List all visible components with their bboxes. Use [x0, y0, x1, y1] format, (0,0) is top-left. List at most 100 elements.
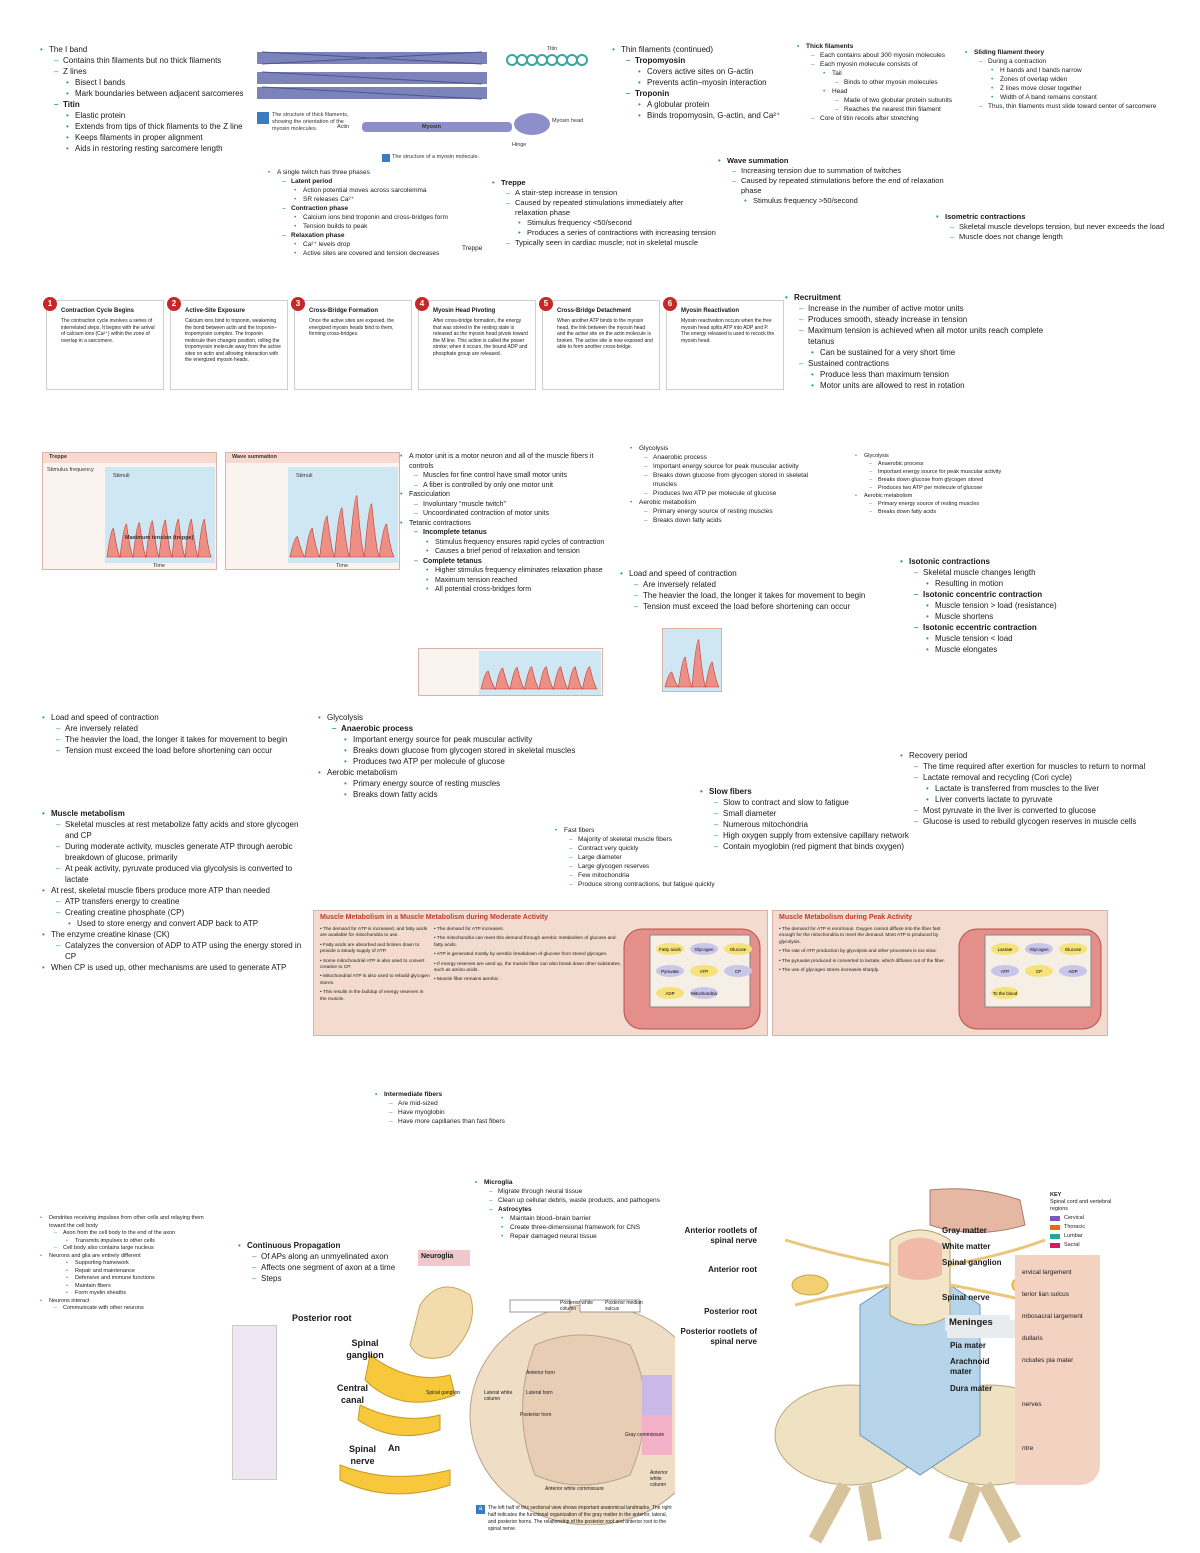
label-anterior-horn: Anterior horn	[526, 1370, 555, 1376]
motor-unit-item: Complete tetanus	[414, 557, 615, 567]
slow-fibers-item: Slow fibers	[700, 786, 925, 797]
neuro-left-item: Maintain fibers	[66, 1283, 220, 1291]
edge-fragment: mbosacral largement	[1022, 1313, 1083, 1320]
wave-graph: Wave summation Time Stimuli	[225, 452, 400, 570]
load-speed-item: The heavier the load, the longer it take…	[56, 734, 307, 745]
col4-top-item: Made of two globular protein subunits	[835, 96, 972, 105]
isometric-item: Isometric contractions	[936, 212, 1166, 222]
recruitment-item: Can be sustained for a very short time	[811, 347, 1045, 358]
metabolite-label: CP	[1036, 969, 1042, 974]
tiny-right-item: Glycolysis	[855, 452, 1030, 460]
load-speed-item: Tension must exceed the load before shor…	[56, 745, 307, 756]
key-item: Cervical	[1050, 1215, 1125, 1222]
isotonic-item: Resulting in motion	[926, 578, 1160, 589]
isotonic-item: Skeletal muscle changes length	[914, 567, 1160, 578]
panel-paragraph: • If energy reserves are used up, the mu…	[434, 961, 621, 974]
neuron-thumb	[232, 1325, 277, 1480]
cycle-step-title: Contraction Cycle Begins	[61, 308, 135, 314]
metabolite-node	[690, 965, 718, 977]
neuroglia-label: Neuroglia	[421, 1253, 454, 1260]
recovery-item: Recovery period	[900, 750, 1165, 761]
key-label: Sacral	[1064, 1242, 1080, 1248]
motor-unit-item: Fasciculation	[400, 490, 615, 500]
recruitment-item: Increase in the number of active motor u…	[799, 303, 1045, 314]
label-an: An	[388, 1443, 400, 1453]
caption-thick-filament: The structure of thick filaments, showin…	[272, 112, 349, 132]
wave-item: Increasing tension due to summation of t…	[732, 166, 948, 176]
metabolite-node	[1025, 965, 1053, 977]
wave-item: Caused by repeated stimulations before t…	[732, 176, 948, 196]
isotonic-item: Isotonic eccentric contraction	[914, 622, 1160, 633]
spinal-cross-section	[339, 1286, 675, 1525]
col4-top-item: Core of titin recoils after stretching	[811, 114, 972, 123]
treppe-graph-side: Stimulus frequency	[47, 467, 94, 473]
label-hinge: Hinge	[512, 142, 527, 148]
col3-top-item: Thin filaments (continued)	[612, 44, 802, 55]
metabolite-label: Mitochondria	[691, 991, 717, 996]
key-item: Lumbar	[1050, 1233, 1125, 1240]
neuroglia-tab: Neuroglia	[418, 1250, 470, 1266]
recruitment-item: Sustained contractions	[799, 358, 1045, 369]
label-posterior-column: Posterior white column	[560, 1300, 594, 1312]
peak-panel-title: Muscle Metabolism during Peak Activity	[779, 914, 913, 921]
treppe-graph-title: Treppe	[49, 454, 68, 460]
myosin-diagram	[257, 51, 588, 162]
recovery-item: The time required after exertion for mus…	[914, 761, 1165, 772]
motor-unit-item: All potential cross-bridges form	[426, 585, 615, 595]
metabolism-item: The enzyme creatine kinase (CK)	[42, 929, 312, 940]
metabolism-item: Used to store energy and convert ADP bac…	[68, 918, 312, 929]
fast-fibers-item: Fast fibers	[555, 826, 755, 835]
sliding-filament-notes: Sliding filament theoryDuring a contract…	[965, 48, 1165, 111]
metabolite-label: Fatty acids	[659, 947, 682, 952]
col3-top-item: A globular protein	[638, 99, 802, 110]
tension-curve	[480, 666, 598, 690]
label-white-matter: White matter	[942, 1242, 991, 1251]
tension-curve	[289, 495, 395, 559]
recovery-item: Lactate removal and recycling (Cori cycl…	[914, 772, 1165, 783]
wave-graph-note: Stimuli	[296, 473, 313, 479]
label-titin: Titin	[547, 46, 558, 52]
wave-graph-time: Time	[336, 563, 349, 569]
metabolism-item: Muscle metabolism	[42, 808, 312, 819]
metabolite-label: ADP	[665, 991, 674, 996]
spine-region-thumb	[1015, 1255, 1100, 1485]
neuro-left-item: Cell body also contains large nucleus	[54, 1245, 220, 1253]
twitch-item: Relaxation phase	[282, 231, 468, 240]
glycolysis-big-item: Breaks down fatty acids	[344, 789, 578, 800]
col5-top-item: Thus, thin filaments must slide toward c…	[979, 102, 1165, 111]
key-swatch	[1050, 1225, 1060, 1230]
label-anterior-root: Anterior root	[708, 1265, 757, 1274]
slow-fibers-item: Small diameter	[714, 808, 925, 819]
col4-top-item: Binds to other myosin molecules	[835, 78, 972, 87]
tiny-right-item: Aerobic metabolism	[855, 492, 1030, 500]
label-anterior-white-commissure: Anterior white commissure	[545, 1486, 604, 1492]
muscle-metabolism-notes: Muscle metabolismSkeletal muscles at res…	[42, 808, 312, 973]
twitch-item: Calcium ions bind troponin and cross-bri…	[294, 213, 468, 222]
key-label: Thoracic	[1064, 1224, 1086, 1230]
neuro-left-item: Neurons and glia are entirely different	[40, 1253, 220, 1261]
microglia-item: Astrocytes	[489, 1205, 680, 1214]
fast-fibers-item: Large diameter	[569, 853, 755, 862]
neuro-left-item: Repair and maintenance	[66, 1268, 220, 1276]
col1-top-item: Elastic protein	[66, 110, 260, 121]
slow-fibers-item: Slow to contract and slow to fatigue	[714, 797, 925, 808]
panel-paragraph: • This results in the buildup of energy …	[320, 990, 424, 1002]
recruitment-item: Produces smooth, steady increase in tens…	[799, 314, 1045, 325]
cycle-step-number: 6	[663, 297, 677, 311]
recruitment-item: Maximum tension is achieved when all mot…	[799, 325, 1045, 347]
fast-fiber-notes: Fast fibersMajority of skeletal muscle f…	[555, 826, 755, 889]
cycle-step-body: After cross-bridge formation, the energy…	[433, 318, 528, 357]
metabolite-node	[1059, 943, 1087, 955]
peak-activity-panel: Muscle Metabolism during Peak Activity •…	[772, 910, 1108, 1036]
metabolite-node	[656, 987, 684, 999]
isotonic-item: Muscle tension > load (resistance)	[926, 600, 1160, 611]
motor-unit-item: Higher stimulus frequency eliminates rel…	[426, 566, 615, 576]
glycolysis-tiny-notes: GlycolysisAnaerobic processImportant ene…	[855, 452, 1030, 516]
intermediate-fiber-notes: Intermediate fibersAre mid-sizedHave myo…	[375, 1090, 575, 1126]
metabolism-item: Creating creatine phosphate (CP)	[56, 907, 312, 918]
glyco-small-item: Produces two ATP per molecule of glucose	[644, 489, 830, 498]
glyco-small-item: Important energy source for peak muscula…	[644, 462, 830, 471]
